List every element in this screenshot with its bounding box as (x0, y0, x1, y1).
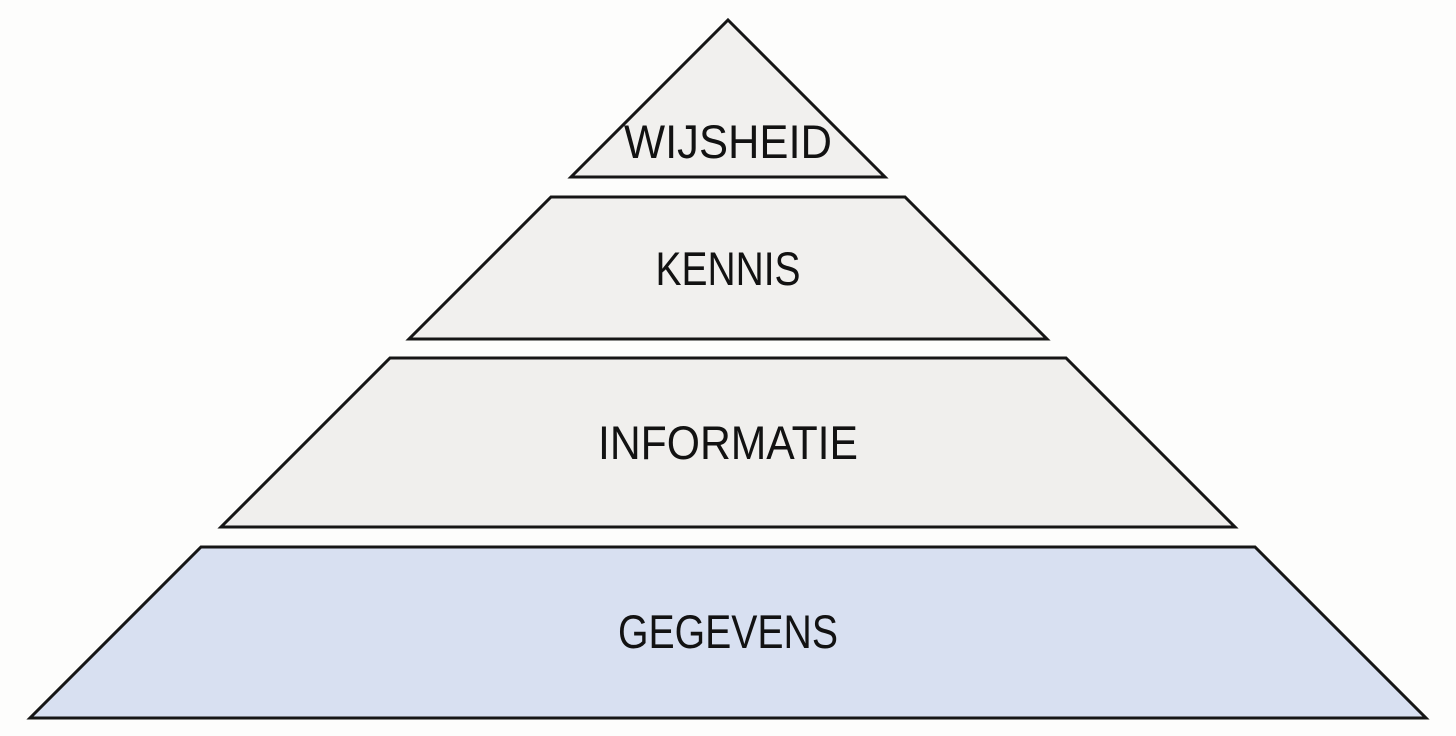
informatie-label: INFORMATIE (598, 416, 858, 469)
gegevens-shape (26, 545, 1430, 720)
gegevens-label: GEGEVENS (618, 605, 838, 658)
pyramid-level-gegevens: GEGEVENS (26, 545, 1430, 720)
wijsheid-label: WIJSHEID (624, 115, 832, 168)
wijsheid-shape (567, 17, 889, 179)
kennis-label: KENNIS (656, 242, 801, 295)
informatie-shape (217, 356, 1239, 529)
pyramid-level-kennis: KENNIS (405, 195, 1051, 341)
pyramid-level-wijsheid: WIJSHEID (567, 17, 889, 179)
pyramid-level-informatie: INFORMATIE (217, 356, 1239, 529)
kennis-shape (405, 195, 1051, 341)
